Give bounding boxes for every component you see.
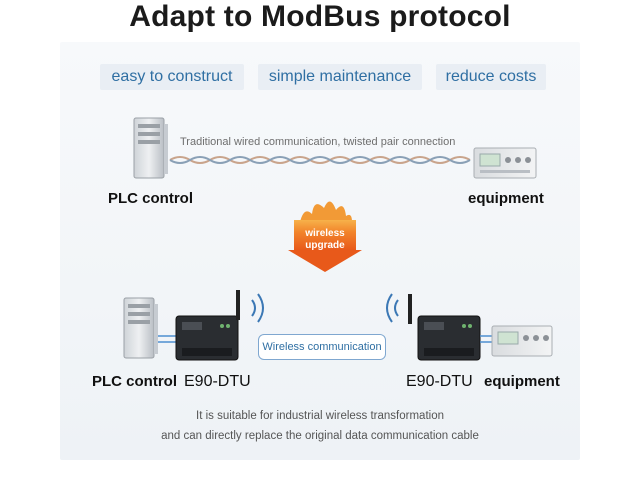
plc-control-label-bottom: PLC control (92, 373, 177, 390)
plc-computer-icon-top (133, 117, 168, 179)
tag-reduce-costs: reduce costs (436, 64, 546, 90)
footer-line1: It is suitable for industrial wireless t… (196, 410, 444, 422)
wireless-communication-label: Wireless communication (258, 334, 386, 360)
e90-dtu-device-right-icon (386, 293, 494, 361)
e90-dtu-device-left-icon (175, 290, 264, 361)
e90-dtu-label-right: E90-DTU (406, 373, 473, 390)
footer-line2: and can directly replace the original da… (161, 430, 479, 442)
wired-caption: Traditional wired communication, twisted… (180, 136, 456, 148)
upgrade-line1: wireless (305, 228, 345, 239)
equipment-icon-bottom (491, 325, 553, 357)
equipment-label-bottom: equipment (484, 373, 560, 390)
tag-easy-to-construct: easy to construct (100, 64, 244, 90)
equipment-label-top: equipment (468, 190, 544, 207)
tag-simple-maintenance: simple maintenance (258, 64, 422, 90)
wireless-upgrade-label: wireless upgrade (294, 228, 356, 252)
page-title: Adapt to ModBus protocol (129, 0, 511, 33)
twisted-pair-cable (169, 156, 471, 164)
e90-dtu-label-left: E90-DTU (184, 373, 251, 390)
equipment-icon-top (473, 147, 537, 179)
upgrade-line2: upgrade (305, 240, 345, 251)
plc-control-label-top: PLC control (108, 190, 193, 207)
plc-computer-icon-bottom (123, 297, 178, 359)
wireless-upgrade-arrow-icon (288, 201, 362, 272)
